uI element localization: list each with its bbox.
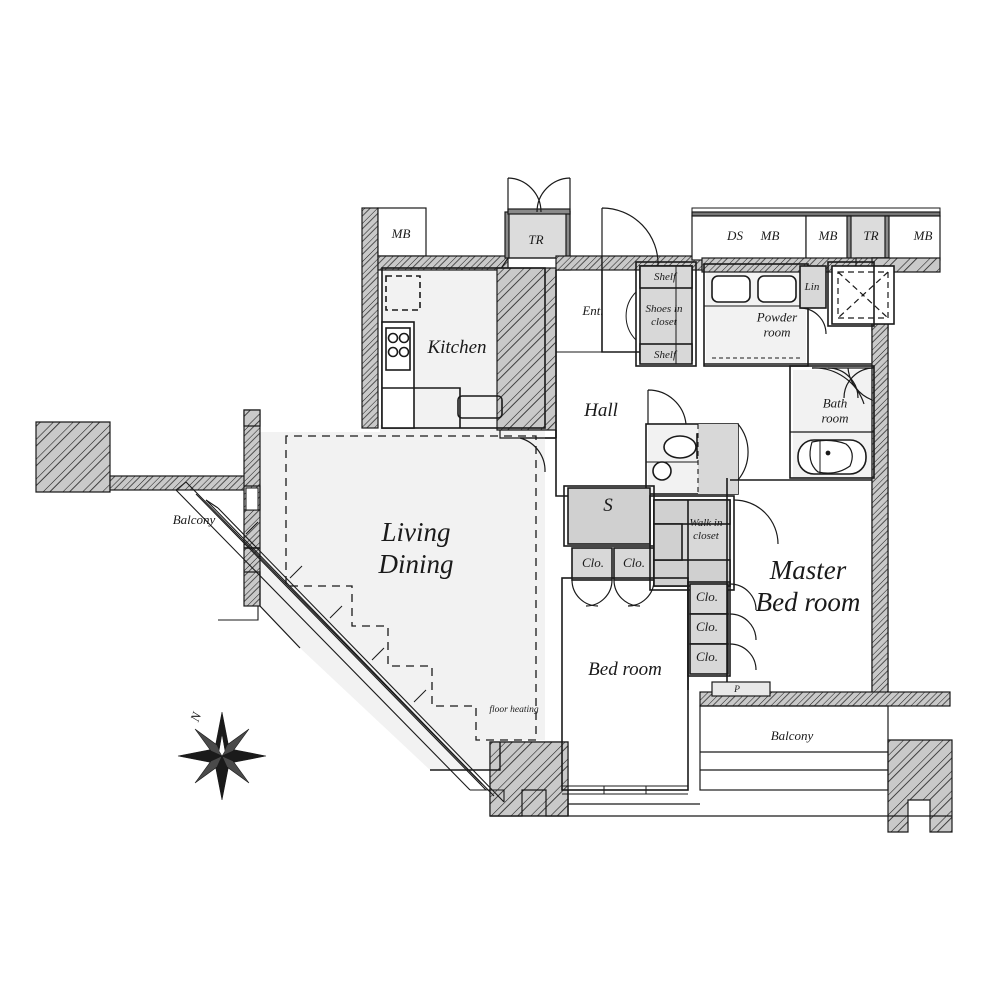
storage-label-closet-mbr-2: Clo. <box>695 619 719 634</box>
shaft-label-mb-northeast-3: MB <box>913 228 933 243</box>
shoes-in-line: Shoes in <box>645 303 683 316</box>
storage-label-closet-mbr-1: Clo. <box>695 589 719 604</box>
room-line: room <box>821 411 849 426</box>
shaft-label-mb-northeast-2: MB <box>818 228 838 243</box>
shaft-label-tr-northeast: TR <box>863 228 879 243</box>
storage-label-service-room: S <box>603 495 613 516</box>
dining-line: Dining <box>378 549 454 579</box>
bedroom-line: Bed room <box>755 587 861 617</box>
room-label-master-bed-room: Master Bed room <box>756 555 861 619</box>
west-balcony-rails <box>175 481 505 803</box>
room-label-powder-room: Powder room <box>757 310 797 341</box>
shaft-label-tr-north: TR <box>528 232 544 247</box>
room-label-balcony-west: Balcony <box>172 512 216 527</box>
bath-line: Bath <box>822 395 848 411</box>
shaft-label-ds-northeast: DS <box>727 228 743 243</box>
storage-label-linen-closet: Lin <box>804 281 820 293</box>
annotation-pipe-space: P <box>734 685 740 695</box>
south-edge <box>430 742 952 817</box>
master-line: Master <box>769 555 847 586</box>
room-label-balcony-south: Balcony <box>770 728 814 743</box>
room-label-bed-room: Bed room <box>588 659 662 680</box>
interior-walls <box>381 261 895 795</box>
room-label-hall: Hall <box>584 400 618 421</box>
room-label-bath-room: Bath room <box>822 396 849 427</box>
room-line: room <box>763 325 791 340</box>
pipe-space-box <box>711 681 771 697</box>
living-line: Living <box>381 517 451 548</box>
closet-line: closet <box>693 530 719 542</box>
shaft-label-mb-northwest: MB <box>391 226 411 241</box>
walk-in-line: Walk in <box>689 517 723 530</box>
storage-label-closet-bed-2: Clo. <box>622 555 646 570</box>
room-label-entrance: Ent. <box>582 303 604 318</box>
annotation-floor-heating: floor heating <box>489 705 539 715</box>
floor-heating-zone <box>285 435 537 741</box>
powder-line: Powder <box>756 309 798 325</box>
storage-label-closet-mbr-3: Clo. <box>695 649 719 664</box>
storage-label-shelf-top: Shelf <box>654 271 676 283</box>
compass-rose <box>177 711 267 801</box>
door-swings <box>382 177 875 671</box>
exterior-walls <box>35 207 953 833</box>
storage-label-shelf-bottom: Shelf <box>654 349 676 361</box>
room-label-living-dining: Living Dining <box>378 517 453 581</box>
closet-line: closet <box>651 316 677 328</box>
room-label-kitchen: Kitchen <box>427 337 487 358</box>
storage-label-closet-bed-1: Clo. <box>581 555 605 570</box>
storage-label-shoes-in-closet: Shoes in closet <box>646 303 683 329</box>
shaft-label-mb-northeast-1: MB <box>760 228 780 243</box>
storage-label-walk-in-closet: Walk in closet <box>690 517 723 543</box>
